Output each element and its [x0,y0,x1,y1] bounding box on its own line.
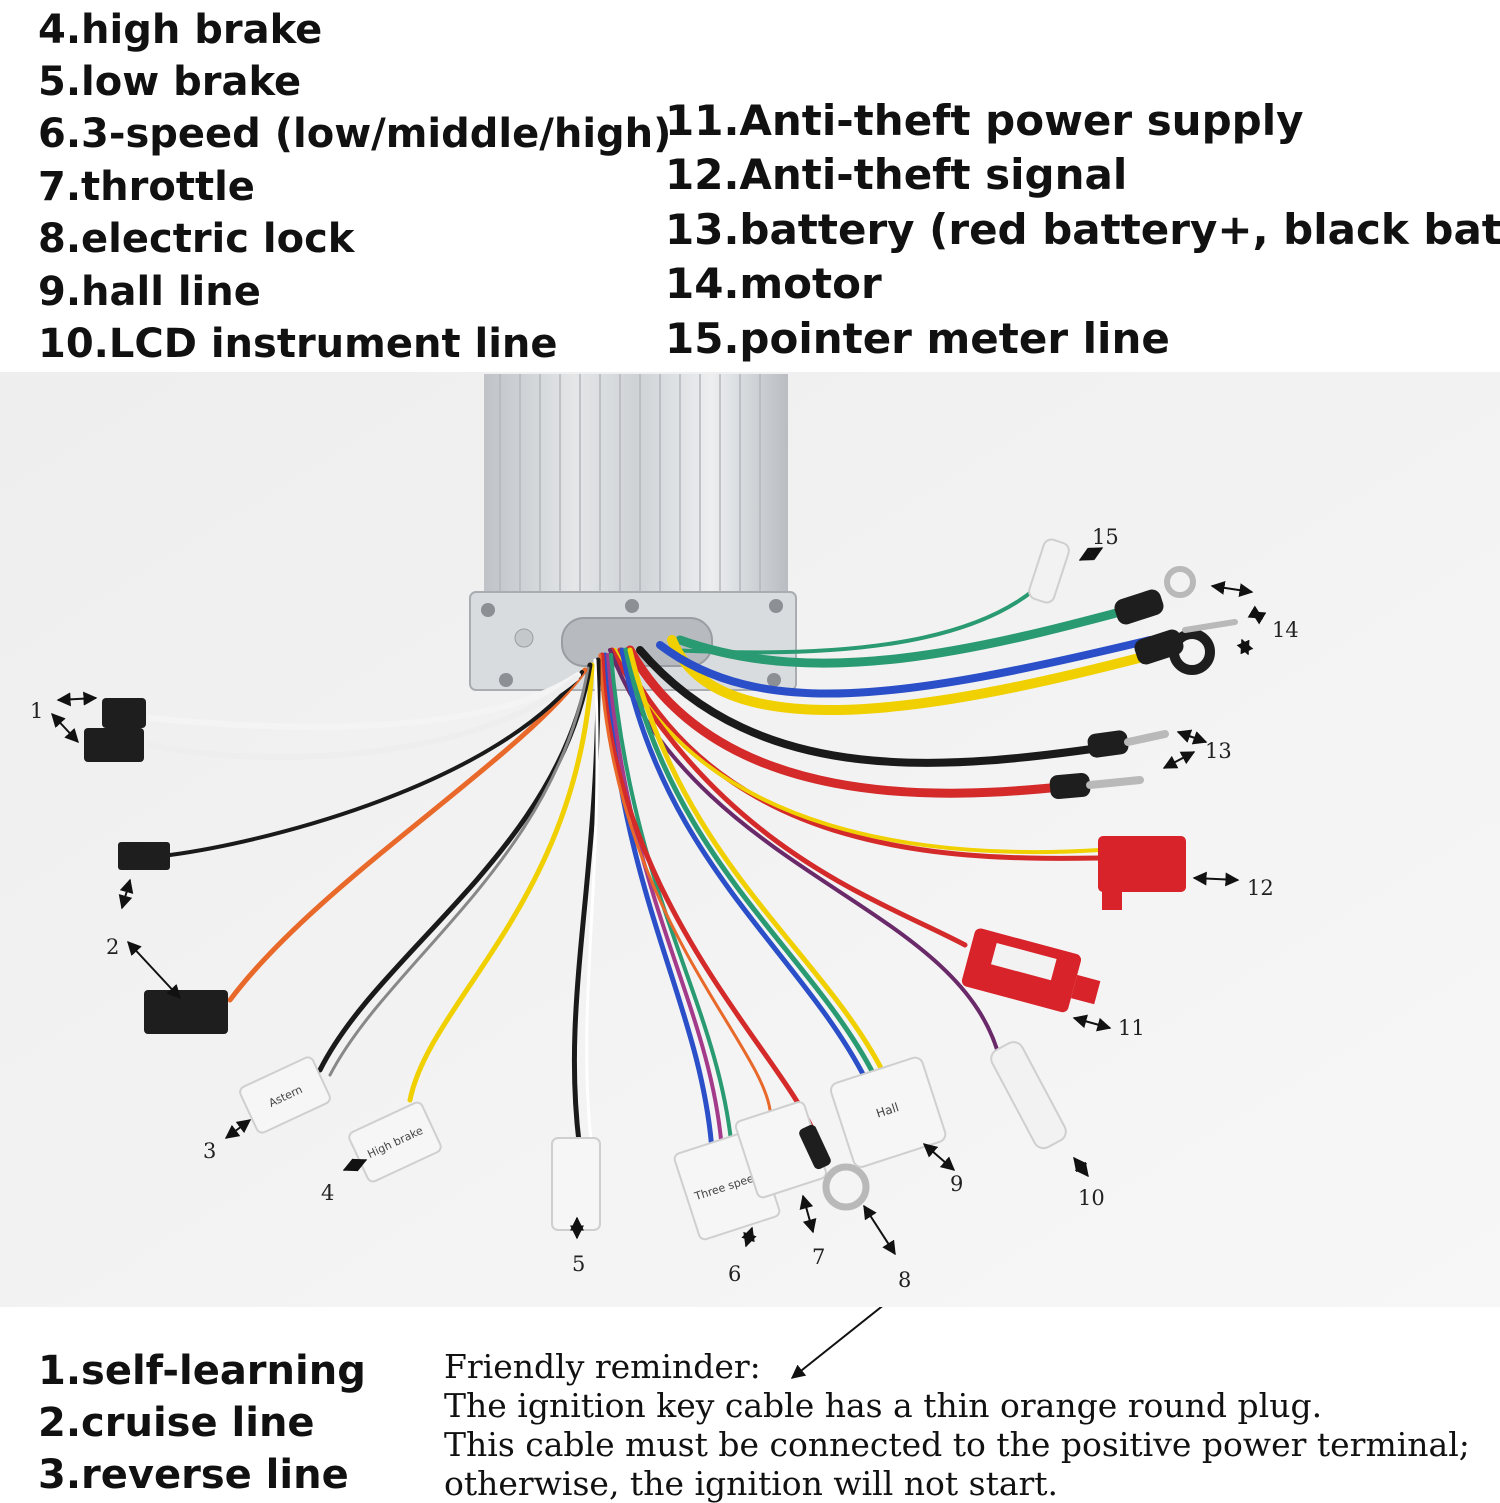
terminal-motor-2 [1169,629,1215,675]
callout-1: 1 [30,699,43,723]
wire-red-signal [617,647,1103,861]
legend-item-self-learning: 1.self-learning [38,1348,366,1394]
wire-red-battery [625,645,1075,798]
callout-numbers: 1 2 3 4 5 6 7 8 9 10 11 12 13 14 15 [30,525,1299,1292]
wire-green-meter [668,573,1052,655]
legend-item-low-brake: 5.low brake [38,59,302,105]
legend-item-battery: 13.battery (red battery+, black battery- [665,205,1500,254]
wire-black-battery [636,646,1124,767]
legend-top: 4.high brake 5.low brake 6.3-speed (low/… [0,0,1500,372]
legend-item-hall-line: 9.hall line [38,269,261,315]
callout-8: 8 [898,1268,911,1292]
callout-7: 7 [812,1245,825,1269]
terminal-electric-lock [822,1163,870,1211]
legend-bottom: 1.self-learning 2.cruise line 3.reverse … [0,1307,1500,1500]
legend-item-cruise-line: 2.cruise line [38,1400,315,1446]
legend-item-3-speed: 6.3-speed (low/middle/high) [38,111,672,157]
connector-reverse-plug [144,990,228,1034]
callout-14: 14 [1272,618,1299,642]
callout-15: 15 [1092,525,1119,549]
callout-2: 2 [106,935,119,959]
callout-arrows [51,547,1267,1256]
reminder-line-3: otherwise, the ignition will not start. [444,1464,1059,1503]
callout-6: 6 [728,1262,741,1286]
wire-cruise [227,667,588,1003]
wire-bundle [147,573,1175,1153]
reminder-title: Friendly reminder: [444,1347,761,1386]
sleeve-motor-1 [1114,589,1164,625]
wire-throttle [168,670,584,857]
callout-9: 9 [950,1172,963,1196]
callout-4: 4 [321,1181,334,1205]
connector-anti-theft-power [961,928,1101,1013]
reminder-arrow [790,1307,883,1379]
legend-item-anti-theft-signal: 12.Anti-theft signal [665,150,1128,199]
wire-high-brake [407,662,595,1103]
callout-12: 12 [1247,876,1274,900]
callout-13: 13 [1205,739,1232,763]
callout-10: 10 [1078,1186,1105,1210]
controller-photo: Astern High brake Three speed Hall [0,372,1500,1307]
connectors: Astern High brake Three speed Hall [84,538,1238,1241]
wire-self-learning [147,672,581,730]
controller-body [469,374,797,691]
connector-hall: Hall [829,1056,947,1168]
wire-hall-bundle [619,647,869,1083]
connector-self-learning [102,698,146,728]
connector-reverse: Astern [239,1056,331,1134]
legend-item-electric-lock: 8.electric lock [38,216,355,262]
wire-yellow-signal [613,648,1102,855]
wire-blue-motor [656,636,1154,698]
connector-pointer-meter [1028,538,1070,604]
legend-item-high-brake: 4.high brake [38,7,323,53]
connector-lcd [990,1041,1067,1150]
callout-11: 11 [1118,1016,1145,1040]
terminal-motor-1 [1164,566,1196,598]
legend-item-anti-theft-power: 11.Anti-theft power supply [665,96,1304,145]
reminder-line-2: This cable must be connected to the posi… [444,1425,1470,1464]
legend-item-reverse-line: 3.reverse line [38,1452,349,1498]
connector-low-brake [551,1137,601,1231]
connector-anti-theft-signal [1098,836,1186,892]
callout-5: 5 [572,1252,585,1276]
reminder-line-1: The ignition key cable has a thin orange… [444,1386,1323,1425]
legend-item-pointer-meter: 15.pointer meter line [665,314,1170,363]
sleeve-battery-black [1087,730,1129,758]
callout-3: 3 [203,1139,216,1163]
wire-yellow-motor [667,635,1175,716]
legend-item-throttle: 7.throttle [38,164,255,210]
connector-cruise [118,842,170,870]
wire-green-motor [675,599,1155,668]
wire-electric-lock [599,652,818,1138]
legend-item-motor: 14.motor [665,259,882,308]
svg-text:Hall: Hall [874,1100,900,1120]
sleeve-battery-red [1049,772,1091,800]
wire-red-antitheft [609,647,968,948]
legend-item-lcd-line: 10.LCD instrument line [38,321,558,367]
friendly-reminder: Friendly reminder: The ignition key cabl… [444,1347,1470,1503]
